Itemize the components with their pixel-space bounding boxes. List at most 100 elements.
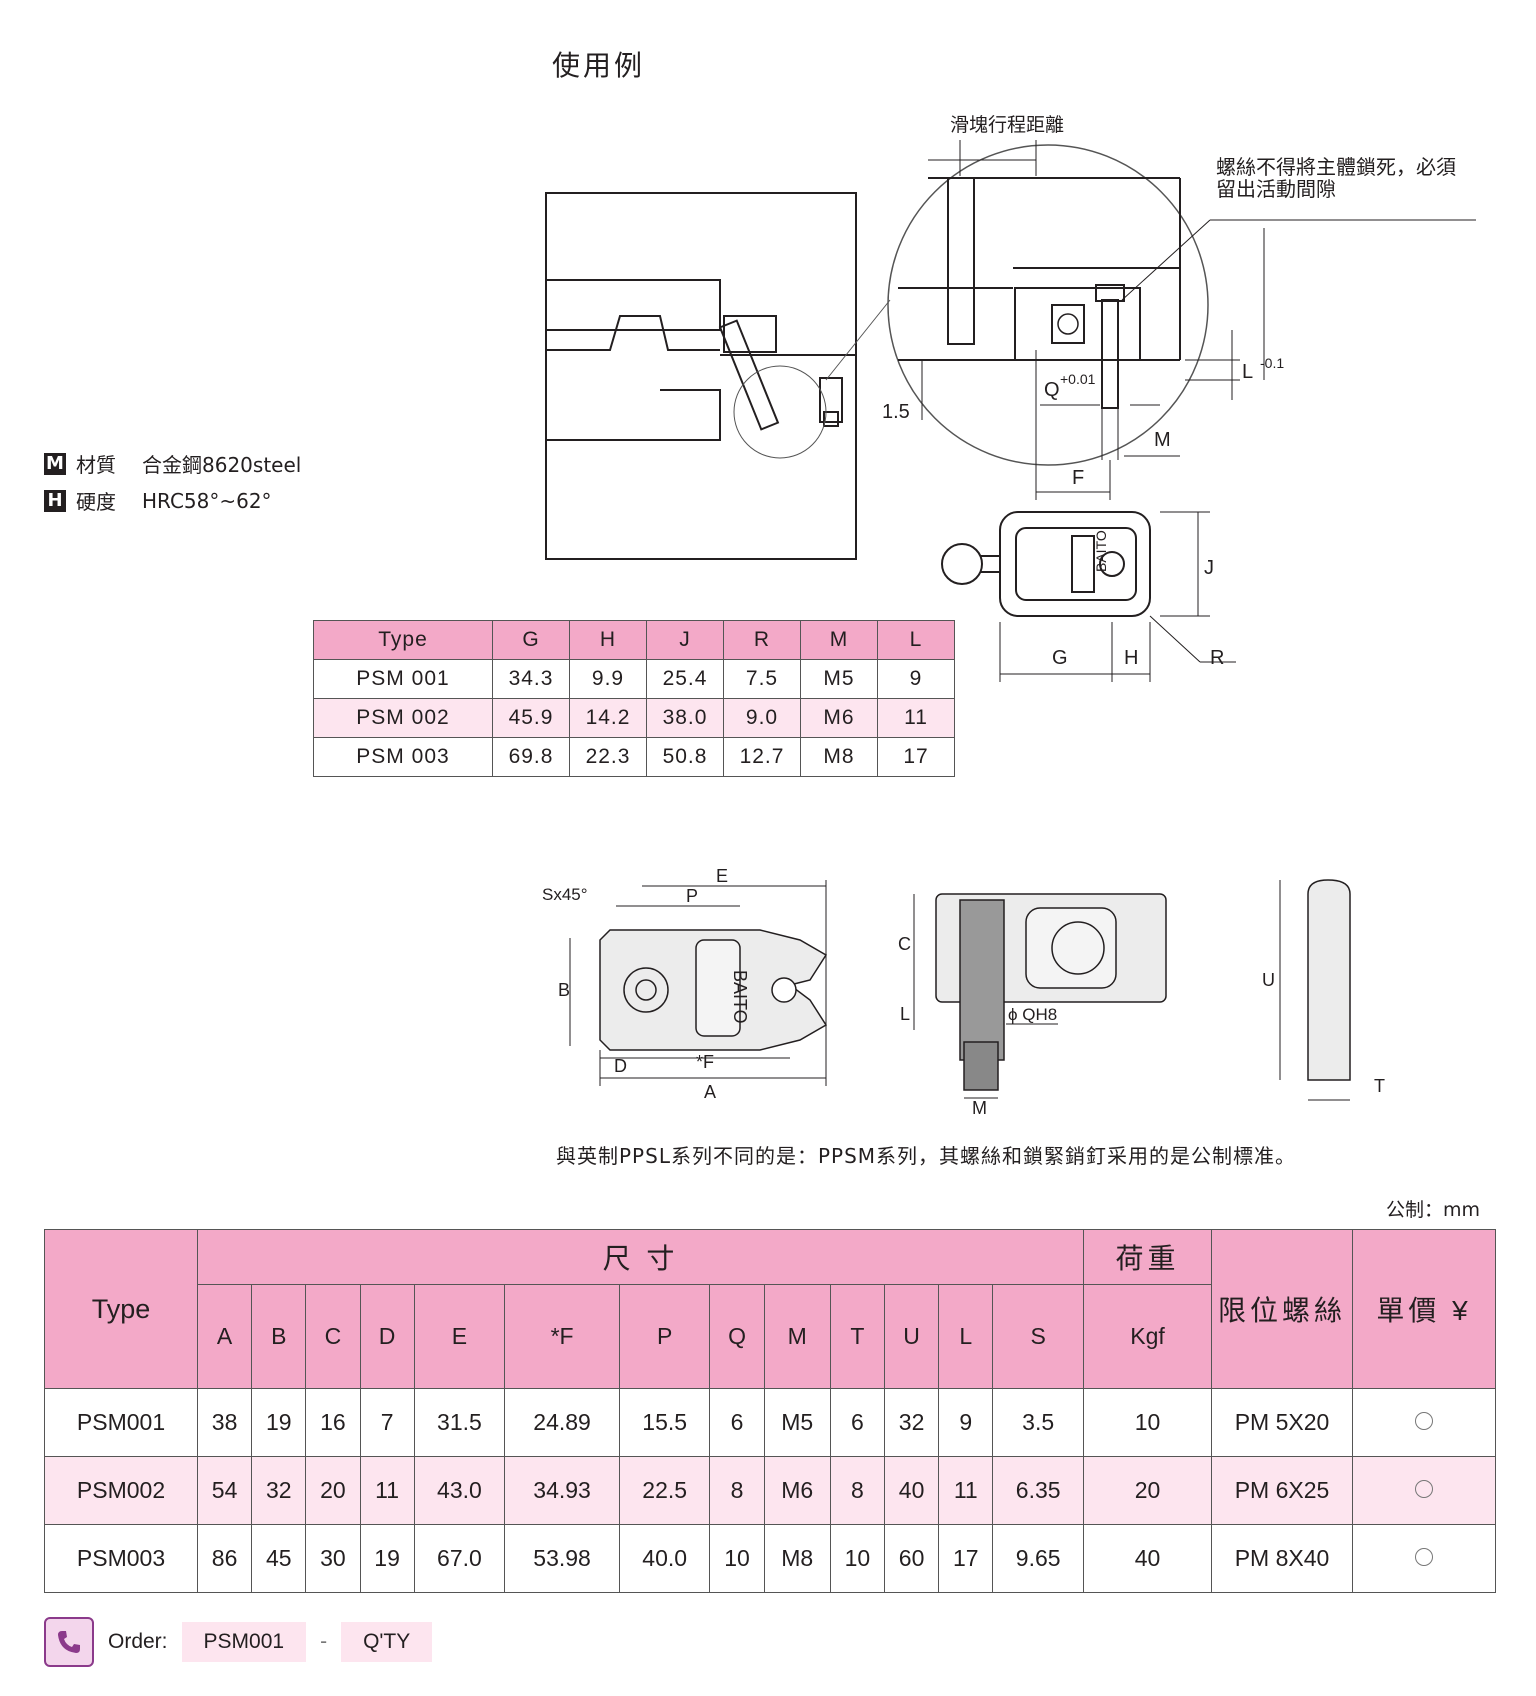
col-r: R <box>723 620 801 660</box>
header-type: Type <box>44 1229 198 1389</box>
cell: 50.8 <box>646 737 724 777</box>
cell: 38.0 <box>646 698 724 738</box>
cell: M6 <box>763 1456 831 1525</box>
dim-t: T <box>1374 1076 1385 1096</box>
cell: 31.5 <box>413 1388 506 1457</box>
cell: 16 <box>305 1388 361 1457</box>
cell: 34.93 <box>504 1456 620 1525</box>
cell: PSM 003 <box>313 737 493 777</box>
cell: 7.5 <box>723 659 801 699</box>
cell: 25.4 <box>646 659 724 699</box>
col-e: E <box>413 1284 506 1389</box>
cell: PSM 001 <box>313 659 493 699</box>
cell: 53.98 <box>504 1524 620 1593</box>
col-q: Q <box>709 1284 765 1389</box>
col-m: M <box>763 1284 831 1389</box>
cell: 40 <box>883 1456 940 1525</box>
dim-r: R <box>1210 647 1224 669</box>
dim-e: E <box>716 866 728 886</box>
price-circle-icon <box>1415 1480 1433 1498</box>
cell: 34.3 <box>492 659 570 699</box>
cell-type: PSM003 <box>44 1524 198 1593</box>
cell: 9.0 <box>723 698 801 738</box>
material-badge: M <box>44 452 66 475</box>
cell: 40.0 <box>618 1524 711 1593</box>
order-line: Order: PSM001 - Q'TY <box>44 1617 433 1667</box>
cell-screw: PM 5X20 <box>1211 1388 1353 1457</box>
cell: 8 <box>709 1456 765 1525</box>
cell: 54 <box>196 1456 253 1525</box>
cell: 9 <box>938 1388 994 1457</box>
header-price: 單價 ¥ <box>1352 1229 1496 1389</box>
dimension-table-main: Type 尺 寸 荷重 限位螺絲 單價 ¥ A B C D E *F P Q M… <box>44 1229 1496 1593</box>
cell: 67.0 <box>413 1524 506 1593</box>
cell-type: PSM001 <box>44 1388 198 1457</box>
col-p: P <box>618 1284 711 1389</box>
cell: 19 <box>251 1388 307 1457</box>
dim-f: F <box>1072 467 1084 489</box>
material-spec: M 材質 合金鋼8620steel <box>44 449 301 478</box>
table-row: PSM003 86 45 30 19 67.0 53.98 40.0 10 M8… <box>44 1524 1496 1593</box>
col-u: U <box>883 1284 940 1389</box>
dim-d: D <box>614 1056 627 1076</box>
cell-load: 20 <box>1083 1456 1212 1525</box>
cell: 20 <box>305 1456 361 1525</box>
cell-screw: PM 6X25 <box>1211 1456 1353 1525</box>
brand-label-1: BAITO <box>1093 530 1109 572</box>
cell-price <box>1352 1456 1496 1525</box>
order-separator: - <box>320 1630 328 1653</box>
dim-m2: M <box>972 1098 987 1118</box>
price-circle-icon <box>1415 1548 1433 1566</box>
cell: 11 <box>359 1456 415 1525</box>
dim-q-tol: +0.01 <box>1060 371 1096 387</box>
cell: 17 <box>938 1524 994 1593</box>
dim-m: M <box>1154 429 1171 451</box>
material-value: 合金鋼8620steel <box>142 453 302 477</box>
order-qty: Q'TY <box>341 1622 433 1662</box>
table-row: PSM 001 34.3 9.9 25.4 7.5 M5 9 <box>313 659 955 699</box>
cell-screw: PM 8X40 <box>1211 1524 1353 1593</box>
dim-p: P <box>686 886 698 906</box>
cell: 14.2 <box>569 698 647 738</box>
cell: 7 <box>359 1388 415 1457</box>
cell: 10 <box>709 1524 765 1593</box>
phone-icon <box>44 1617 94 1667</box>
dim-g: G <box>1052 647 1068 669</box>
cell: PSM 002 <box>313 698 493 738</box>
dim-l: L <box>1242 361 1253 383</box>
dim-a: A <box>704 1082 716 1102</box>
cell: 24.89 <box>504 1388 620 1457</box>
col-c: C <box>305 1284 361 1389</box>
dim-u: U <box>1262 970 1275 990</box>
cell: 60 <box>883 1524 940 1593</box>
table-row: PSM 002 45.9 14.2 38.0 9.0 M6 11 <box>313 698 955 738</box>
cell: 8 <box>829 1456 886 1525</box>
material-label: 材質 <box>76 453 116 477</box>
hardness-spec: H 硬度 HRC58°~62° <box>44 486 272 515</box>
cell: 6 <box>829 1388 886 1457</box>
price-circle-icon <box>1415 1412 1433 1430</box>
cell: 11 <box>877 698 955 738</box>
cell: M5 <box>800 659 878 699</box>
col-f: *F <box>504 1284 620 1389</box>
col-s: S <box>992 1284 1084 1389</box>
col-h: H <box>569 620 647 660</box>
cell-price <box>1352 1524 1496 1593</box>
hardness-badge: H <box>44 489 66 512</box>
cell-load: 40 <box>1083 1524 1212 1593</box>
stroke-distance-label: 滑塊行程距離 <box>950 114 1064 136</box>
cell: 9 <box>877 659 955 699</box>
col-l: L <box>877 620 955 660</box>
cell: 9.9 <box>569 659 647 699</box>
col-g: G <box>492 620 570 660</box>
usage-diagram: 滑塊行程距離 螺絲不得將主體鎖死，必須 留出活動間隙 1.5 Q +0.01 L… <box>545 114 1476 682</box>
header-size: 尺 寸 <box>197 1229 1084 1285</box>
cell: 17 <box>877 737 955 777</box>
cell: 22.5 <box>618 1456 711 1525</box>
cell: 45.9 <box>492 698 570 738</box>
dim-q: Q <box>1044 379 1060 401</box>
cell: M8 <box>763 1524 831 1593</box>
order-label: Order: <box>108 1630 168 1653</box>
cell: 32 <box>883 1388 940 1457</box>
cell: 19 <box>359 1524 415 1593</box>
